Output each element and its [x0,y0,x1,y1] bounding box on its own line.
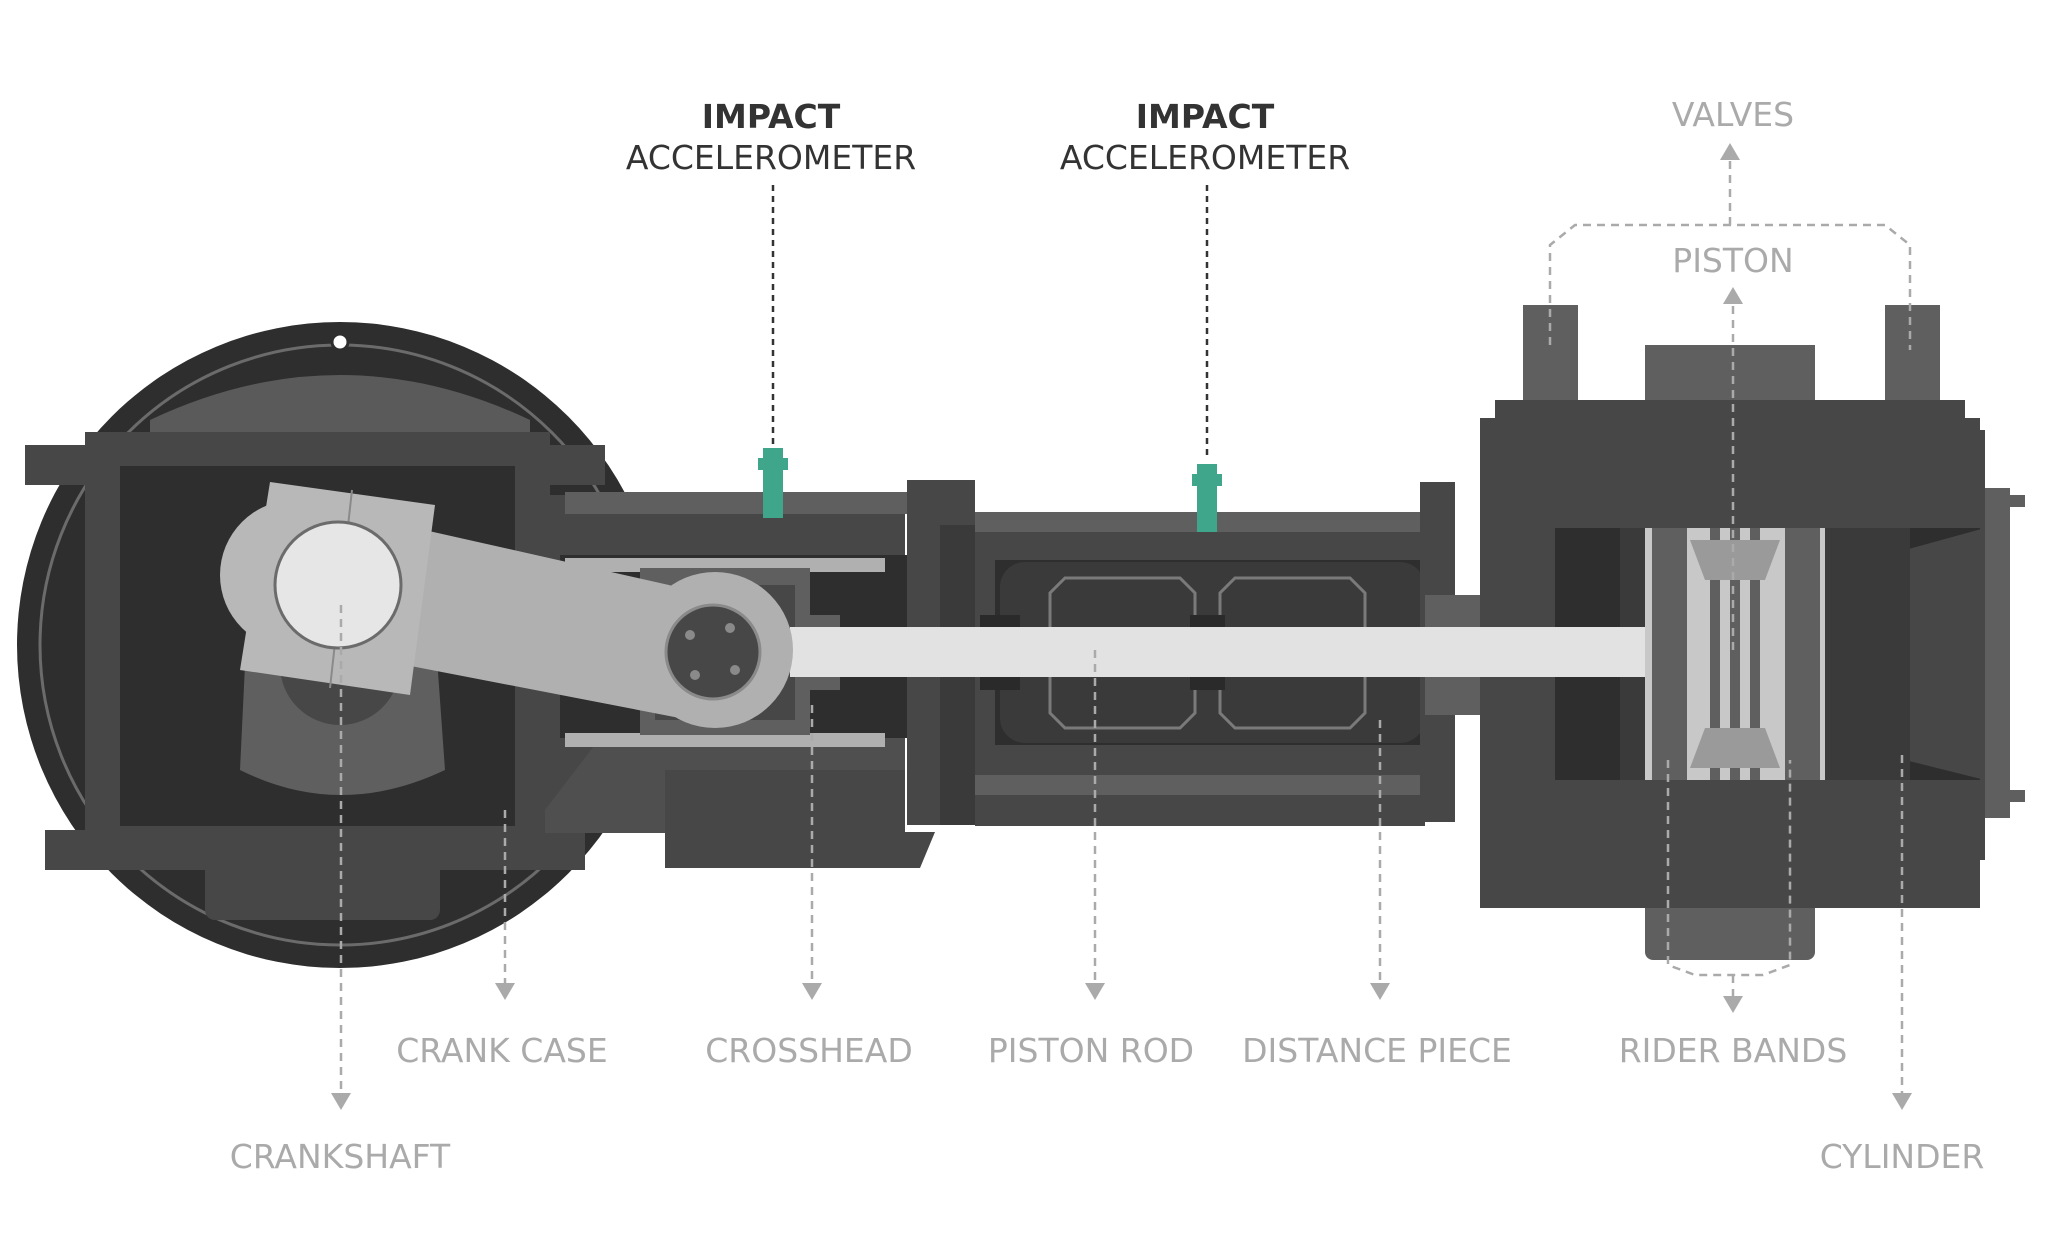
sensor-2-title: IMPACT [1136,97,1275,136]
label-crank-case: CRANK CASE [396,1031,607,1070]
sensor-1-title: IMPACT [702,97,841,136]
label-piston-rod: PISTON ROD [988,1031,1194,1070]
timing-mark-icon [330,332,350,352]
label-crankshaft: CRANKSHAFT [230,1137,451,1176]
label-crosshead: CROSSHEAD [705,1031,913,1070]
label-rider-bands: RIDER BANDS [1619,1031,1848,1070]
accelerometer-sensor-1-icon [758,448,788,518]
label-piston: PISTON [1672,241,1793,280]
sensor-2-subtitle: ACCELEROMETER [1060,138,1350,177]
label-valves: VALVES [1672,95,1794,134]
leader-lines [331,143,1912,1110]
sensor-1-subtitle: ACCELEROMETER [626,138,916,177]
label-cylinder: CYLINDER [1820,1137,1985,1176]
connecting-rod [240,482,793,728]
accelerometer-sensor-2-icon [1192,464,1222,532]
label-distance-piece: DISTANCE PIECE [1242,1031,1512,1070]
piston-rod [790,627,1645,677]
